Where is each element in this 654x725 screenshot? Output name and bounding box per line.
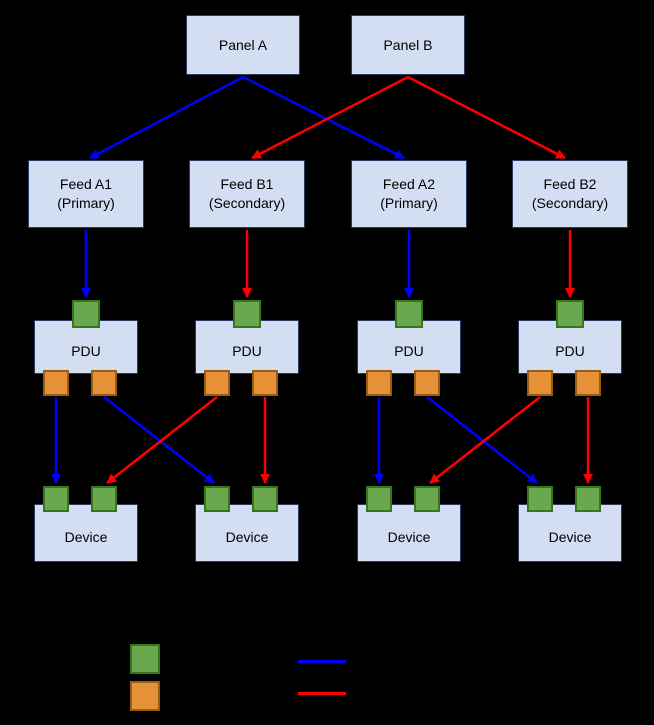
node-panel-b: Panel B <box>351 15 465 75</box>
pdu-4-outlet-left <box>527 370 553 396</box>
device-1-inlet-left <box>43 486 69 512</box>
node-feed-a2-label: Feed A2 (Primary) <box>380 176 438 211</box>
node-pdu-2: PDU <box>195 320 299 374</box>
legend-orange-square-swatch <box>130 681 160 711</box>
legend-green-square-swatch <box>130 644 160 674</box>
arrow-pdu-3-to-device-4 <box>426 396 538 484</box>
node-pdu-1-label: PDU <box>71 342 101 359</box>
pdu-4-outlet-right <box>575 370 601 396</box>
node-feed-a2: Feed A2 (Primary) <box>351 160 467 228</box>
node-panel-a: Panel A <box>186 15 300 75</box>
pdu-2-outlet-left <box>204 370 230 396</box>
node-panel-b-label: Panel B <box>383 36 433 53</box>
node-pdu-4-label: PDU <box>555 342 585 359</box>
pdu-2-power-in-port <box>233 300 261 328</box>
node-feed-b1: Feed B1 (Secondary) <box>189 160 305 228</box>
node-pdu-3-label: PDU <box>394 342 424 359</box>
legend-red-line-swatch <box>298 692 346 695</box>
node-feed-b2-label: Feed B2 (Secondary) <box>531 176 609 211</box>
pdu-4-power-in-port <box>556 300 584 328</box>
node-pdu-3: PDU <box>357 320 461 374</box>
node-device-4: Device <box>518 504 622 562</box>
arrow-panel-a-to-feed-a1 <box>89 75 244 160</box>
device-3-inlet-right <box>414 486 440 512</box>
node-panel-a-label: Panel A <box>218 36 268 53</box>
node-pdu-2-label: PDU <box>232 342 262 359</box>
node-pdu-4: PDU <box>518 320 622 374</box>
node-feed-b2: Feed B2 (Secondary) <box>512 160 628 228</box>
pdu-1-outlet-left <box>43 370 69 396</box>
arrow-pdu-2-to-device-1 <box>106 396 218 484</box>
device-4-inlet-right <box>575 486 601 512</box>
pdu-3-outlet-right <box>414 370 440 396</box>
arrow-pdu-1-to-device-2 <box>103 396 215 484</box>
node-device-3: Device <box>357 504 461 562</box>
node-feed-b1-label: Feed B1 (Secondary) <box>208 176 286 211</box>
device-4-inlet-left <box>527 486 553 512</box>
node-feed-a1: Feed A1 (Primary) <box>28 160 144 228</box>
pdu-3-power-in-port <box>395 300 423 328</box>
device-2-inlet-right <box>252 486 278 512</box>
arrow-panel-b-to-feed-b2 <box>407 75 566 160</box>
node-device-2: Device <box>195 504 299 562</box>
pdu-2-outlet-right <box>252 370 278 396</box>
legend-blue-line-swatch <box>298 660 346 663</box>
arrow-pdu-4-to-device-3 <box>429 396 541 484</box>
pdu-1-outlet-right <box>91 370 117 396</box>
pdu-1-power-in-port <box>72 300 100 328</box>
node-device-2-label: Device <box>225 528 269 545</box>
node-device-4-label: Device <box>548 528 592 545</box>
pdu-3-outlet-left <box>366 370 392 396</box>
node-pdu-1: PDU <box>34 320 138 374</box>
node-device-1: Device <box>34 504 138 562</box>
device-2-inlet-left <box>204 486 230 512</box>
arrow-panel-a-to-feed-a2 <box>242 75 405 160</box>
device-3-inlet-left <box>366 486 392 512</box>
device-1-inlet-right <box>91 486 117 512</box>
node-device-3-label: Device <box>387 528 431 545</box>
arrow-panel-b-to-feed-b1 <box>251 75 409 160</box>
node-feed-a1-label: Feed A1 (Primary) <box>57 176 115 211</box>
node-device-1-label: Device <box>64 528 108 545</box>
